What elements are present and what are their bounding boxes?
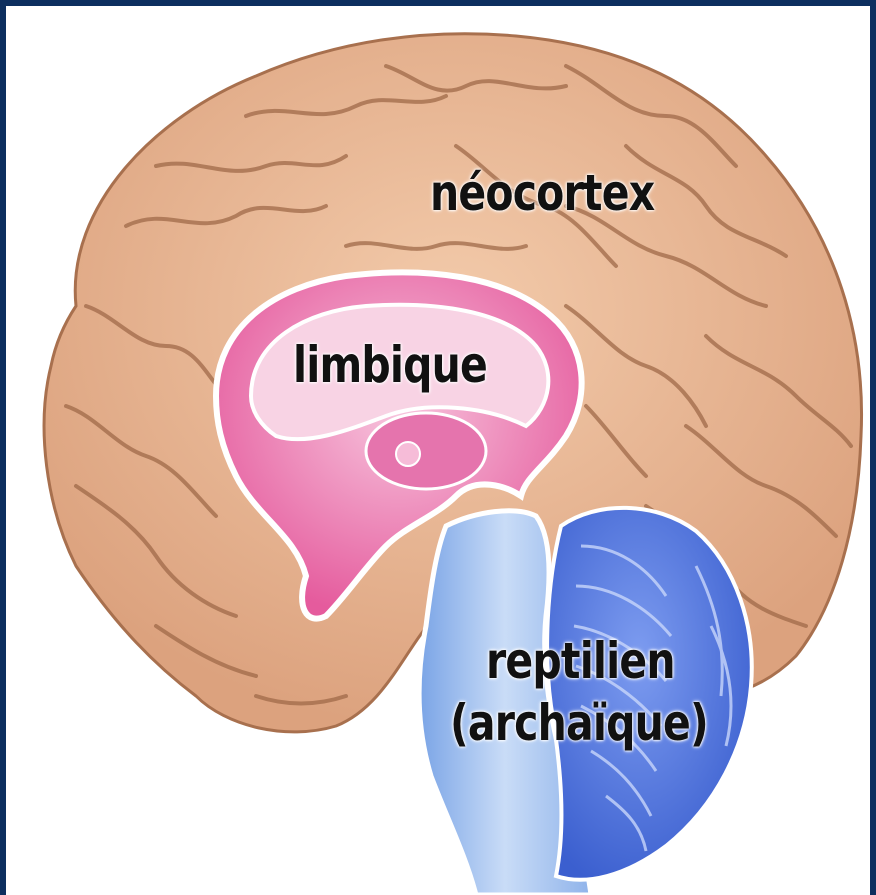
diagram-frame: néocortex limbique reptilien (archaïque) [6,6,870,895]
neocortex-label: néocortex [430,164,654,222]
brain-illustration [6,6,870,895]
limbic-node [396,442,420,466]
reptilian-label-line2: (archaïque) [450,694,708,752]
reptilian-label-line1: reptilien [486,632,675,690]
limbic-label: limbique [293,336,487,394]
thalamus-shape [366,413,486,489]
